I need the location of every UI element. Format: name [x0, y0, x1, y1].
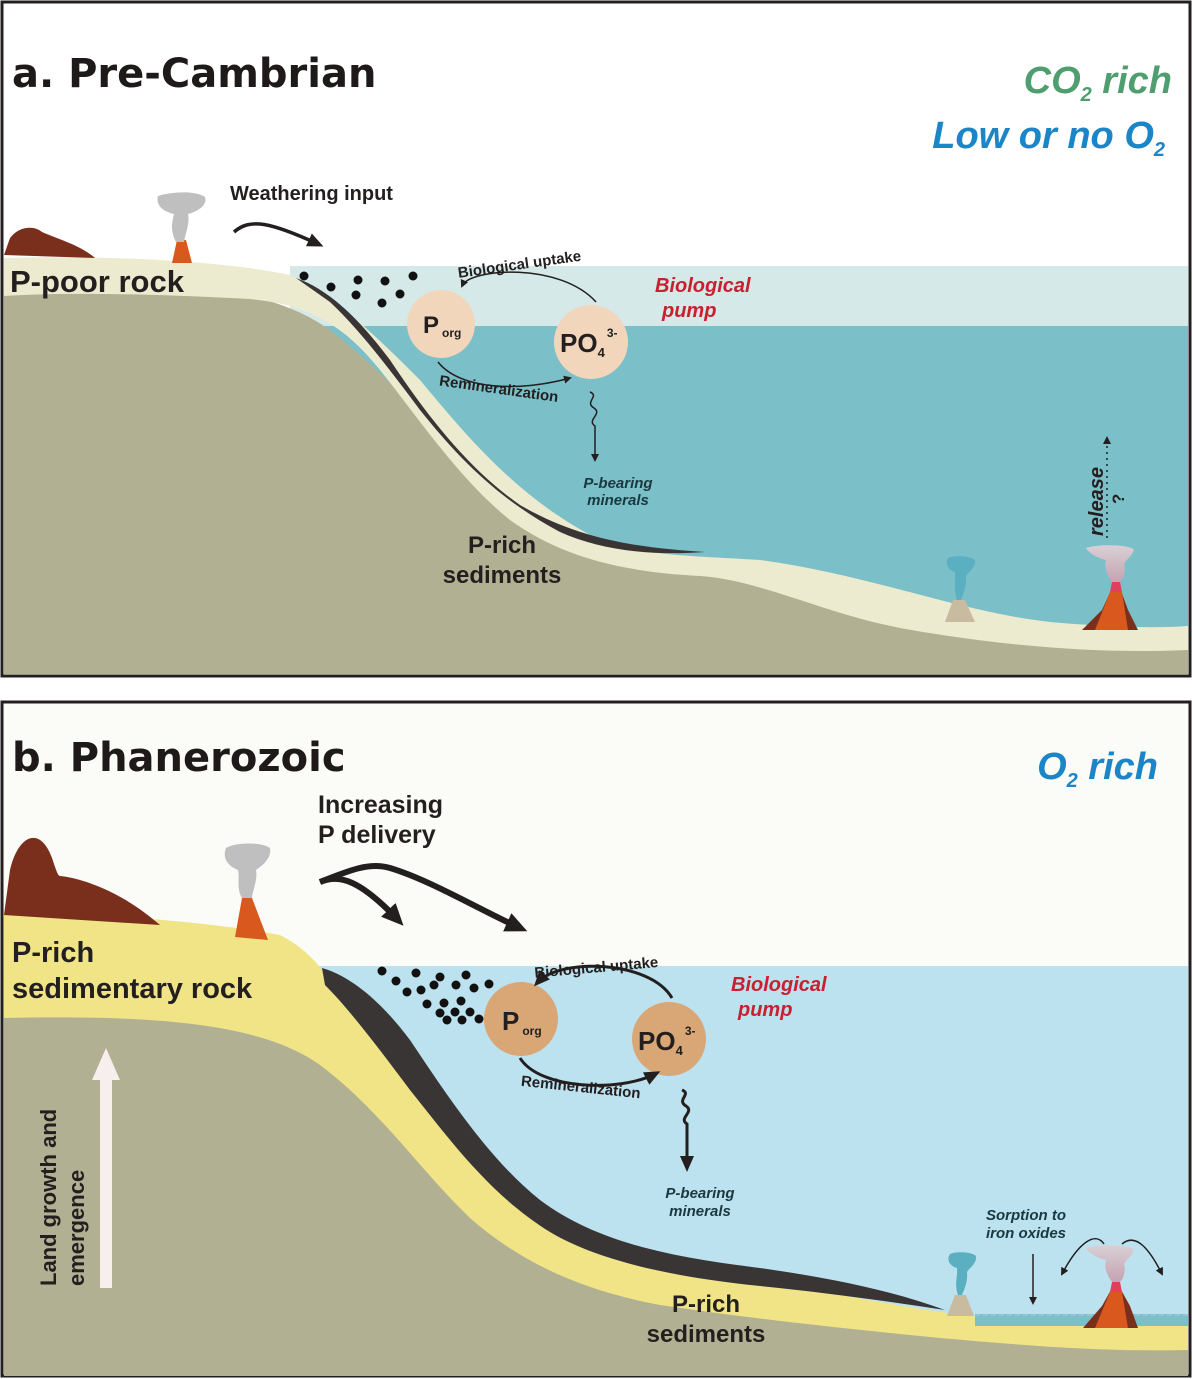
sediments-label-a-1: P-rich [468, 532, 536, 559]
rock-label-b-2: sedimentary rock [12, 973, 253, 1005]
sediments-label-b-1: P-rich [672, 1291, 740, 1318]
o2-rich-label: O2 rich [1037, 746, 1158, 792]
p-rich-sedimentary-rock [4, 914, 1188, 1351]
particles-b [377, 966, 494, 1025]
pump-label-a-2: pump [661, 300, 716, 322]
weathering-input-label: Weathering input [230, 183, 393, 205]
release-label: release [1086, 467, 1108, 536]
basement-rock-b [4, 1013, 1188, 1376]
pump-label-a-1: Biological [655, 275, 751, 297]
delivery-arrow-2 [318, 862, 528, 932]
remin-arrow-a [437, 361, 572, 388]
minerals-label-a-2: minerals [587, 492, 649, 509]
rock-label-b-1: P-rich [12, 937, 94, 969]
uptake-arrow-a [460, 271, 597, 303]
p-poor-rock-label: P-poor rock [10, 264, 185, 299]
po4-label-a: PO43- [560, 326, 617, 360]
dispersal-arrow-left [1061, 1238, 1105, 1276]
remin-arrow-b [518, 1057, 661, 1087]
minerals-label-b-1: P-bearing [665, 1185, 734, 1202]
uptake-arrow-b [533, 964, 674, 999]
minerals-label-a-1: P-bearing [583, 475, 652, 492]
land-growth-arrow [92, 1048, 120, 1288]
sediments-label-b-2: sediments [647, 1321, 766, 1348]
dispersal-arrow-right [1121, 1239, 1163, 1276]
low-o2-label: Low or no O2 [932, 115, 1165, 161]
co2-rich-label: CO2 rich [1024, 60, 1172, 106]
panel-b [0, 700, 1192, 1378]
hydrothermal-vent [945, 556, 976, 622]
po4-circle-b [632, 1002, 706, 1076]
release-question: ? [1109, 494, 1128, 504]
organic-sediment [296, 278, 705, 554]
pump-label-b-1: Biological [731, 974, 827, 996]
hydrothermal-vent-b [947, 1252, 977, 1316]
land-growth-label-2: emergence [64, 1170, 89, 1286]
po4-label-b: PO43- [638, 1024, 695, 1058]
mountain-b [4, 837, 160, 925]
panel-a [0, 0, 1192, 678]
volcano-land [157, 192, 206, 263]
settling-arrow-a [589, 391, 599, 462]
seafloor-volcano-b [1083, 1245, 1138, 1328]
minerals-label-b-2: minerals [669, 1203, 731, 1220]
weathering-arrow [232, 222, 324, 247]
volcano-land-b [224, 843, 271, 940]
p-delivery-label-2: P delivery [318, 821, 436, 849]
sediments-label-a-2: sediments [443, 562, 562, 589]
iron-oxide-layer [975, 1314, 1188, 1326]
land-growth-label-1: Land growth and [36, 1109, 61, 1286]
panel-a-title: a. Pre-Cambrian [12, 51, 376, 97]
po4-circle [554, 305, 628, 379]
p-delivery-label-1: Increasing [318, 791, 443, 819]
settling-arrow-b [680, 1088, 694, 1172]
mountain [4, 227, 95, 258]
panel-b-title: b. Phanerozoic [12, 735, 346, 781]
basement-rock [4, 284, 1188, 674]
seafloor-volcano-a [1082, 545, 1138, 630]
pump-label-b-2: pump [737, 999, 792, 1021]
porg-circle-b [484, 982, 558, 1056]
particles [299, 271, 418, 308]
sorption-label-1: Sorption to [986, 1207, 1066, 1224]
porg-circle [407, 290, 475, 358]
sorption-label-2: iron oxides [986, 1225, 1066, 1242]
